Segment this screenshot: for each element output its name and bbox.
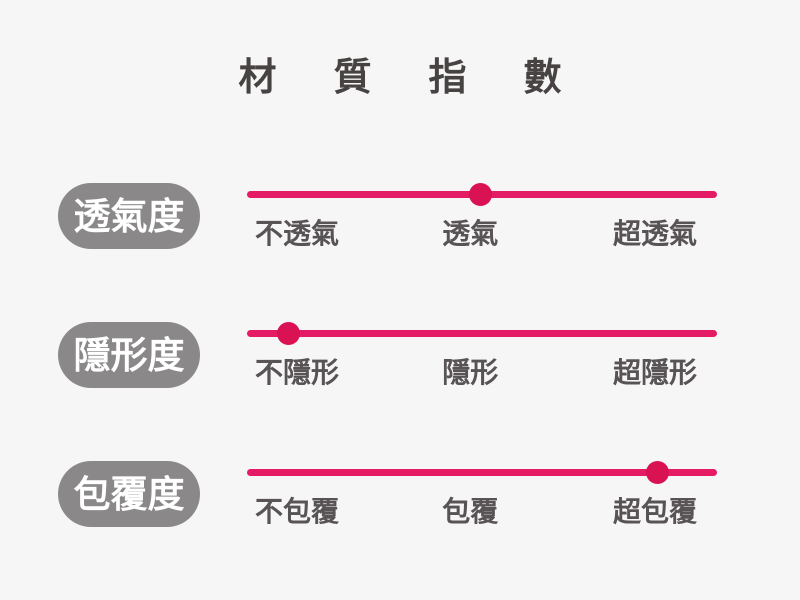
scale-label-min: 不包覆 [255,495,340,528]
scale-label-mid: 透氣 [442,217,499,250]
rating-row-coverage: 包覆度 不包覆 包覆 超包覆 [58,461,717,529]
category-pill-label: 透氣度 [73,194,185,238]
scale-label-max: 超隱形 [612,356,697,389]
rating-scale-invisibility [247,322,717,356]
rating-scale-coverage [247,461,717,495]
scale-label-max: 超包覆 [612,495,697,528]
category-pill-coverage: 包覆度 [58,461,200,527]
category-pill-breathability: 透氣度 [58,183,200,249]
page-title: 材質指數 [238,55,619,99]
rating-row-breathability: 透氣度 不透氣 透氣 超透氣 [58,183,717,251]
rating-row-invisibility: 隱形度 不隱形 隱形 超隱形 [58,322,717,390]
scale-labels: 不包覆 包覆 超包覆 [247,495,717,529]
scale-label-min: 不透氣 [255,217,340,250]
rating-dot [277,322,301,345]
rating-scale-breathability [247,183,717,217]
rating-track [247,469,717,476]
category-pill-label: 包覆度 [73,472,185,516]
scale-labels: 不透氣 透氣 超透氣 [247,217,717,251]
scale-labels: 不隱形 隱形 超隱形 [247,356,717,390]
rating-dot [468,183,492,206]
rating-dot [646,461,670,484]
category-pill-invisibility: 隱形度 [58,322,200,388]
scale-label-min: 不隱形 [255,356,340,389]
scale-label-mid: 隱形 [442,356,499,389]
scale-label-mid: 包覆 [442,495,499,528]
rating-track [247,330,717,337]
scale-label-max: 超透氣 [612,217,697,250]
category-pill-label: 隱形度 [73,333,185,377]
